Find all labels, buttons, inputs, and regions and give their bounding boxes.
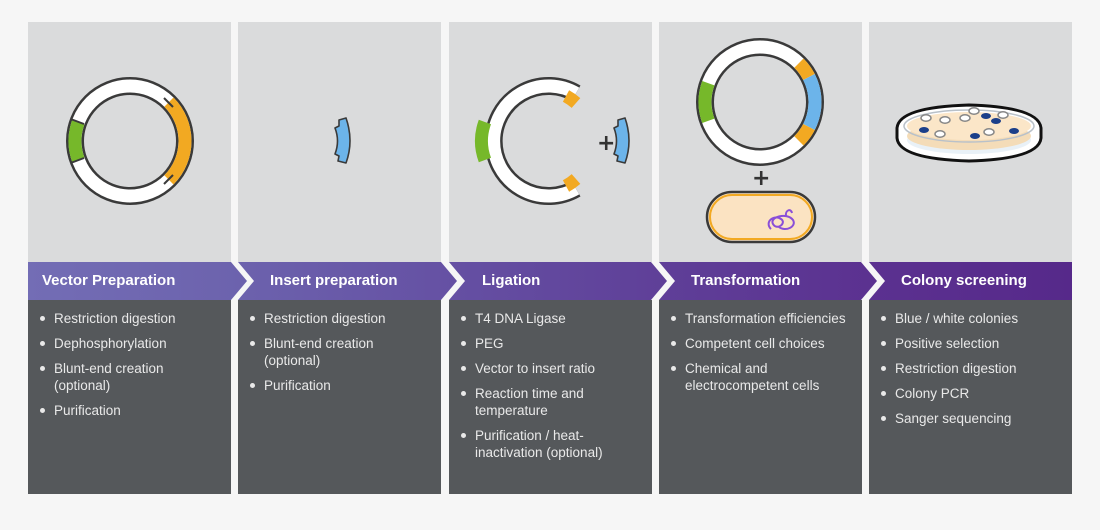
list-item: Dephosphorylation — [40, 335, 223, 352]
step-details: Blue / white colonies Positive selection… — [869, 300, 1072, 494]
chevron-arrow-icon — [869, 262, 1072, 300]
step-header-colony-screening: Colony screening — [861, 262, 1072, 300]
step-panel-insert-preparation: Restriction digestion Blunt-end creation… — [238, 22, 441, 494]
plasmid-vector-icon — [66, 77, 194, 205]
list-item: Blue / white colonies — [881, 310, 1064, 327]
list-item: Positive selection — [881, 335, 1064, 352]
step-title: Insert preparation — [270, 272, 398, 289]
plus-sign: + — [597, 131, 615, 156]
illustration-area: + — [449, 22, 652, 262]
list-item: Restriction digestion — [250, 310, 433, 327]
step-panel-transformation: + Transformation efficiencies Competent … — [659, 22, 862, 494]
step-details: Restriction digestion Blunt-end creation… — [238, 300, 441, 494]
step-details: T4 DNA Ligase PEG Vector to insert ratio… — [449, 300, 652, 494]
step-header-transformation: Transformation — [651, 262, 877, 300]
step-header-insert-preparation: Insert preparation — [231, 262, 457, 300]
list-item: PEG — [461, 335, 644, 352]
list-item: Competent cell choices — [671, 335, 854, 352]
list-item: Purification — [40, 402, 223, 419]
petri-dish-icon — [895, 103, 1043, 163]
list-item: Blunt-end creation (optional) — [40, 360, 223, 394]
step-header-ligation: Ligation — [441, 262, 667, 300]
step-details: Transformation efficiencies Competent ce… — [659, 300, 862, 494]
step-details: Restriction digestion Dephosphorylation … — [28, 300, 231, 494]
dna-insert-icon — [334, 117, 351, 164]
list-item: Vector to insert ratio — [461, 360, 644, 377]
list-item: Restriction digestion — [40, 310, 223, 327]
step-header-vector-preparation: Vector Preparation — [28, 262, 247, 300]
chevron-arrow-icon — [28, 262, 247, 300]
step-panel-vector-preparation: Restriction digestion Dephosphorylation … — [28, 22, 231, 494]
transformation-icon: + — [696, 38, 824, 244]
list-item: Purification — [250, 377, 433, 394]
illustration-area — [869, 22, 1072, 262]
illustration-area: + — [659, 22, 862, 262]
step-title: Colony screening — [901, 272, 1027, 289]
list-item: Sanger sequencing — [881, 410, 1064, 427]
list-item: Transformation efficiencies — [671, 310, 854, 327]
step-title: Vector Preparation — [42, 272, 176, 289]
plus-sign: + — [752, 166, 770, 191]
illustration-area — [28, 22, 231, 262]
chevron-arrow-icon — [659, 262, 877, 300]
step-panel-colony-screening: Blue / white colonies Positive selection… — [869, 22, 1072, 494]
chevron-arrow-icon — [238, 262, 457, 300]
step-panel-ligation: + T4 DNA Ligase PEG Vector to insert rat… — [449, 22, 652, 494]
list-item: Restriction digestion — [881, 360, 1064, 377]
illustration-area — [238, 22, 441, 262]
chevron-arrow-icon — [449, 262, 667, 300]
list-item: Purification / heat-inactivation (option… — [461, 427, 644, 461]
ligation-icon: + — [475, 77, 630, 205]
list-item: Colony PCR — [881, 385, 1064, 402]
step-title: Ligation — [482, 272, 541, 289]
step-title: Transformation — [691, 272, 801, 289]
list-item: Blunt-end creation (optional) — [250, 335, 433, 369]
list-item: Reaction time and temperature — [461, 385, 644, 419]
list-item: Chemical and electrocompetent cells — [671, 360, 854, 394]
list-item: T4 DNA Ligase — [461, 310, 644, 327]
